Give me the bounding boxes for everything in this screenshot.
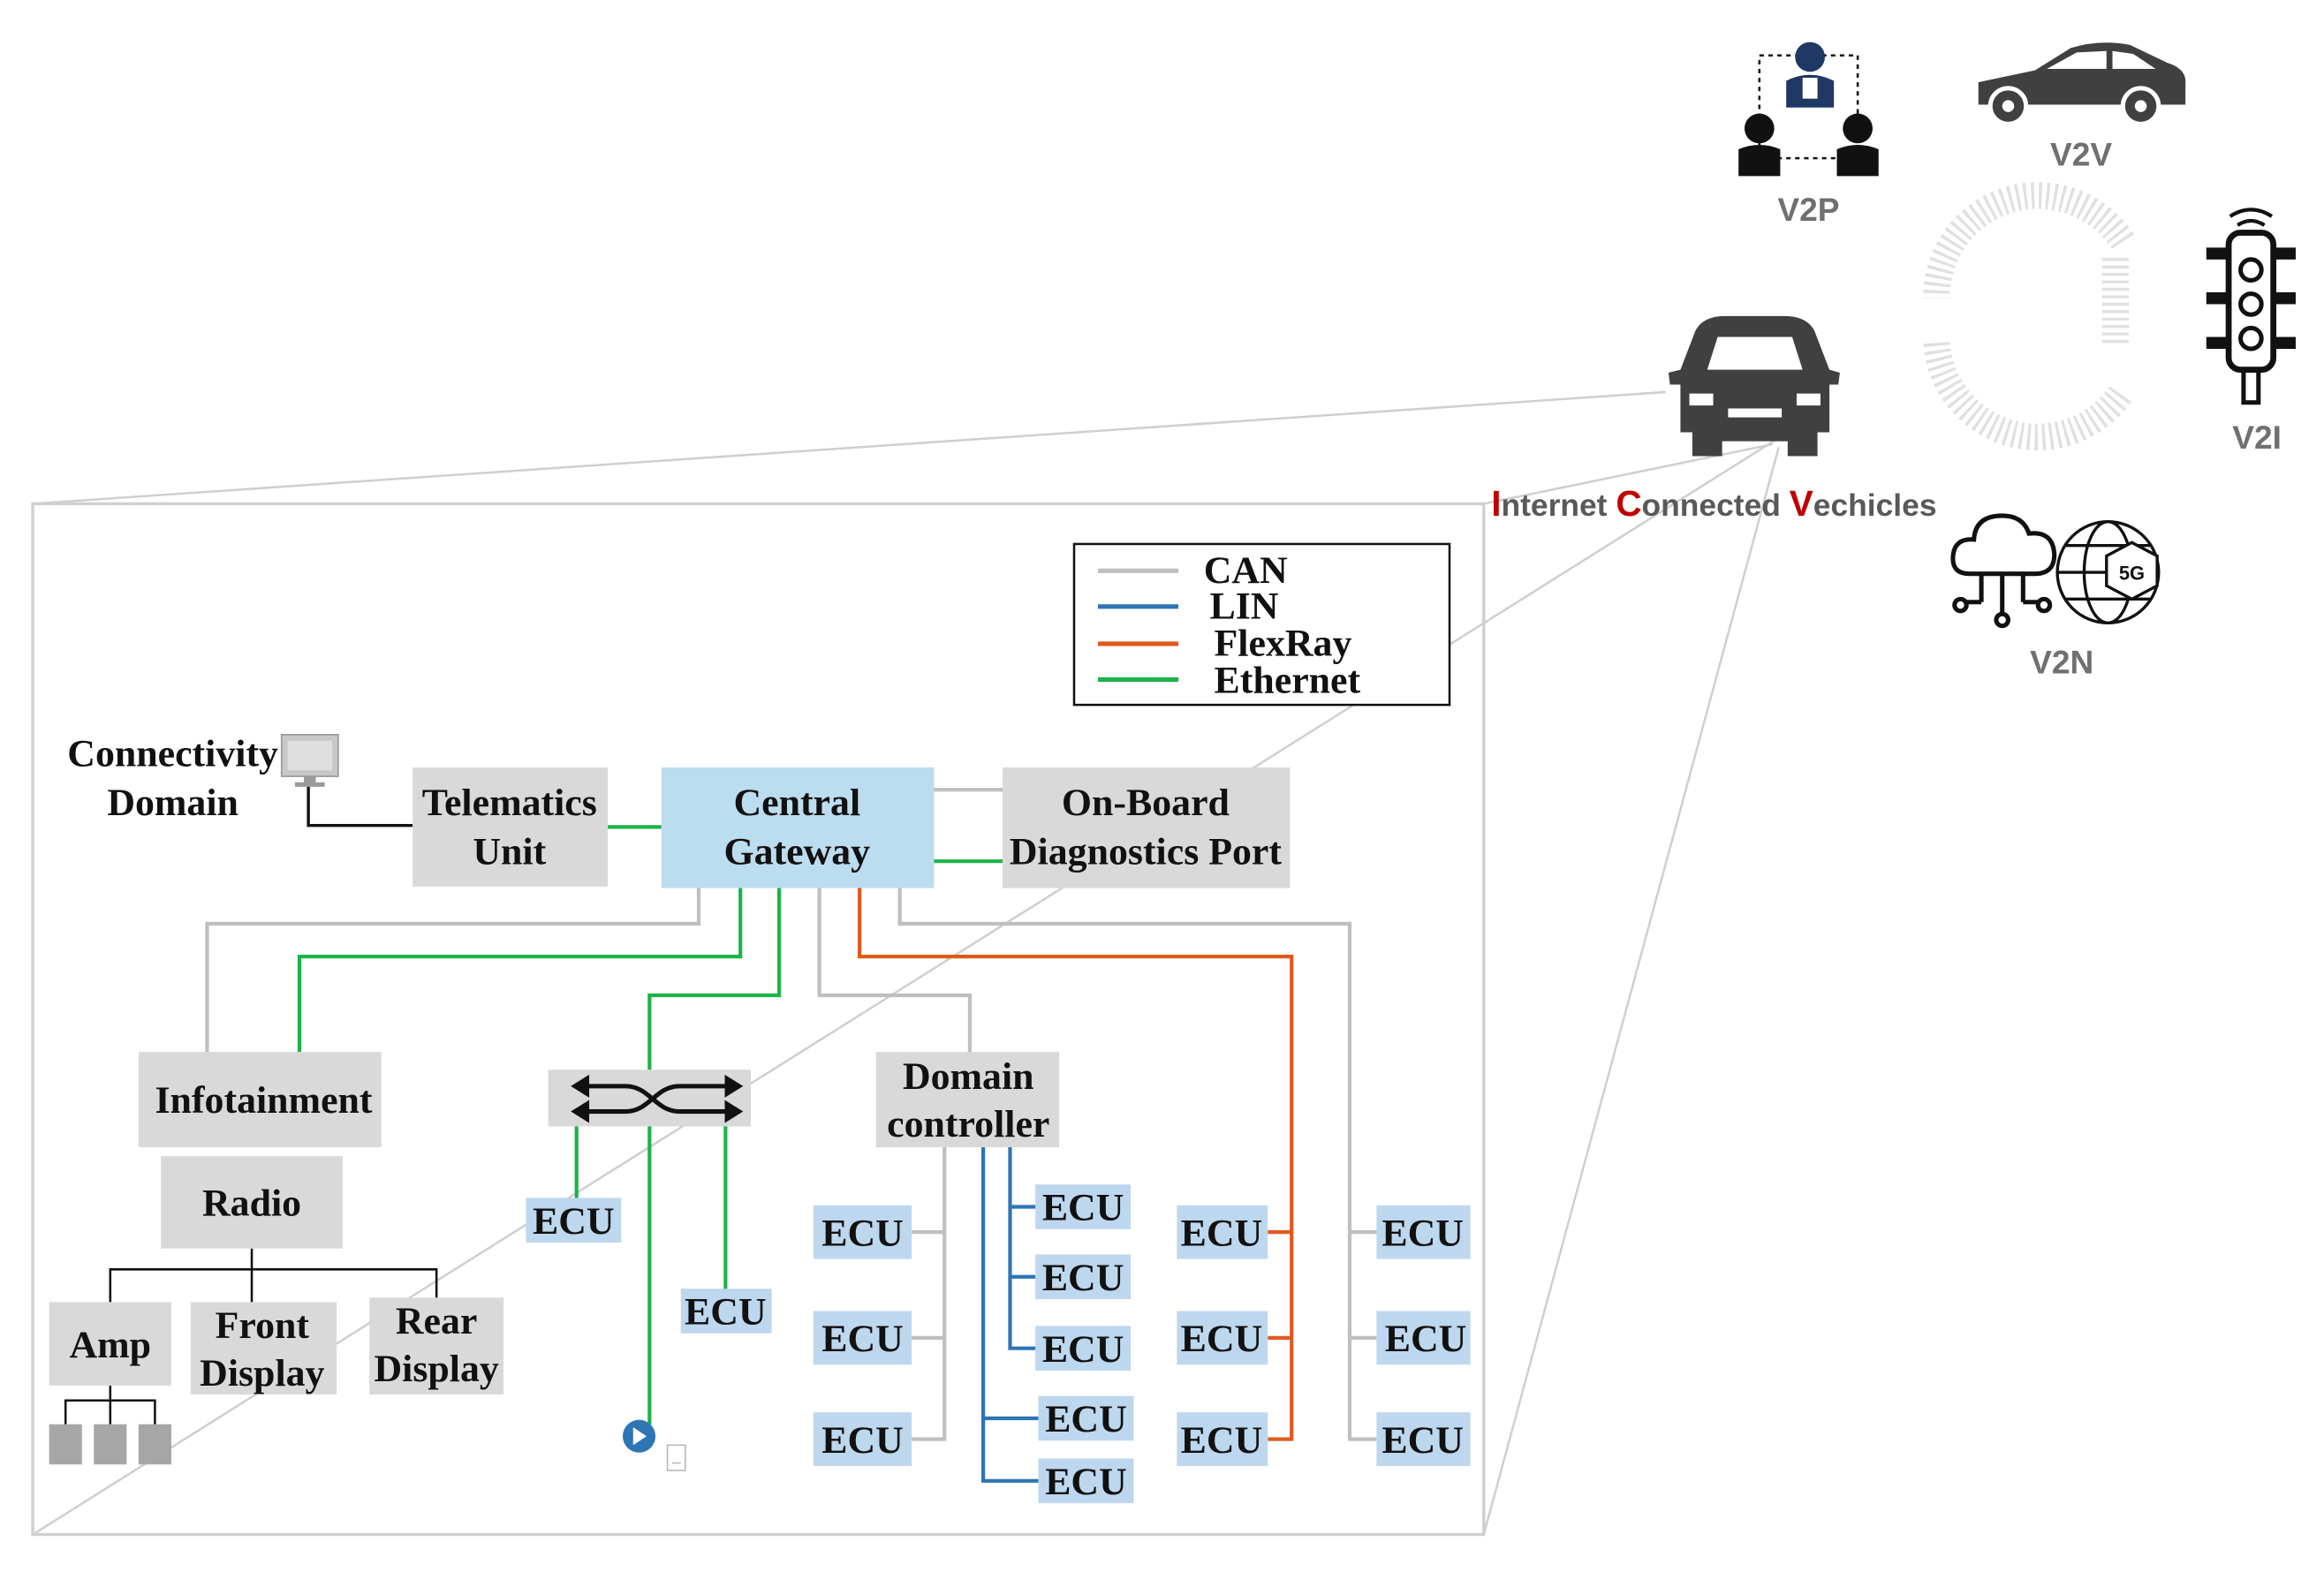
ecu-box: ECU [680,1289,772,1334]
svg-text:ECU: ECU [1382,1419,1464,1462]
telematics-unit-label-1: Telematics [422,782,597,824]
ecu-box: ECU [1177,1412,1268,1466]
svg-text:ECU: ECU [1045,1398,1127,1440]
ecu-box: ECU [1035,1254,1132,1300]
v2p-label: V2P [1777,191,1839,228]
ecu-box: ECU [1035,1326,1132,1371]
infotainment-label: Infotainment [155,1079,373,1122]
radio-box [161,1156,343,1249]
domain-lin-bus-b [981,1147,1039,1483]
ecu-box: ECU [1177,1311,1268,1365]
domain-lin-bus-a [1008,1147,1036,1350]
svg-text:ECU: ECU [821,1419,904,1462]
svg-text:ECU: ECU [821,1212,904,1254]
traffic-light-icon [2206,208,2296,405]
legend-can-label: CAN [1204,549,1288,592]
gateway-switch-eth [647,888,782,1070]
v2i-label: V2I [2232,419,2282,456]
domain-can-bus [912,1147,947,1441]
obd-port-label-1: On-Board [1062,782,1230,824]
front-display-label-2: Display [200,1352,324,1394]
svg-text:ECU: ECU [1181,1419,1263,1462]
switch-arrows-icon [571,1074,744,1123]
ecu-group: ECU ECU ECU ECU ECU ECU ECU ECU ECU ECU … [526,1184,1471,1504]
svg-text:ECU: ECU [1385,1318,1467,1360]
infotainment-box [138,1052,382,1148]
domain-controller-box [875,1052,1060,1148]
svg-text:ECU: ECU [1181,1318,1263,1360]
rear-display-label-1: Rear [396,1300,478,1342]
cycle-arrows-icon [1923,182,2135,451]
ecu-box: ECU [1177,1205,1268,1259]
domain-controller-label-1: Domain [903,1055,1034,1098]
amp-box [49,1302,171,1386]
speaker-icon [94,1424,127,1465]
gateway-infotainment-can [205,888,701,1053]
telematics-unit-box [413,767,609,887]
amp-speaker-link-right [110,1399,156,1425]
ecu-box: ECU [1376,1412,1471,1466]
globe-5g-icon [2055,519,2161,625]
ecu-box: ECU [813,1205,912,1259]
speaker-icons [49,1424,171,1465]
ecu-box: ECU [1038,1458,1134,1504]
radio-rear-link [252,1268,438,1298]
legend-ethernet-label: Ethernet [1215,660,1361,702]
legend-flexray-label: FlexRay [1215,622,1352,664]
ecu-box: ECU [813,1412,912,1466]
ecu-box: ECU [1376,1311,1471,1365]
svg-text:ECU: ECU [1042,1328,1124,1371]
ecu-box: ECU [813,1311,912,1365]
five-g-label: 5G [2119,562,2145,584]
v2n-label: V2N [2030,644,2093,681]
central-gateway-label-2: Gateway [724,831,871,873]
svg-text:ECU: ECU [1042,1257,1124,1299]
legend-lin-label: LIN [1209,585,1278,627]
svg-text:ECU: ECU [533,1200,615,1243]
ecu-box: ECU [1376,1205,1471,1259]
legend: CAN LIN FlexRay Ethernet [1072,542,1451,707]
rear-display-box [369,1297,504,1394]
car-front-icon [1668,315,1840,457]
svg-text:ECU: ECU [1181,1212,1263,1254]
svg-text:ECU: ECU [1042,1187,1124,1229]
telematics-unit-label-2: Unit [473,831,546,873]
speaker-icon [49,1424,82,1465]
domain-controller-label-2: controller [887,1103,1049,1145]
monitor-icon [280,734,339,787]
svg-text:ECU: ECU [821,1318,904,1360]
inset-frame [31,502,1486,1537]
connectivity-domain-label-1: Connectivity [67,732,278,775]
car-side-icon [1978,42,2186,126]
front-display-box [190,1302,337,1394]
ecu-box: ECU [1035,1184,1132,1229]
people-network-icon [1738,42,1879,177]
amp-speaker-tree [64,1385,112,1425]
gateway-flexray-bus [858,888,1294,1441]
svg-text:ECU: ECU [1045,1461,1127,1503]
connectivity-domain-label-2: Domain [107,782,238,824]
connectivity-link [307,786,413,828]
gateway-domain-can [817,888,973,1053]
gateway-can-bus-right [897,888,1377,1441]
rear-display-label-2: Display [374,1348,498,1390]
svg-text:ECU: ECU [1382,1212,1464,1254]
central-gateway-box [661,767,935,888]
obd-port-label-2: Diagnostics Port [1010,831,1282,873]
amp-label: Amp [70,1324,152,1366]
ecu-box: ECU [526,1198,622,1243]
speaker-icon [138,1424,171,1465]
sensor-icon [622,1419,686,1471]
svg-text:ECU: ECU [685,1291,767,1334]
v2v-label: V2V [2050,136,2112,173]
radio-tree [109,1248,254,1303]
central-gateway-label-1: Central [733,782,860,824]
obd-port-box [1003,767,1291,888]
icv-label: Internet Connected Vechicles [1491,483,1936,524]
gateway-infotainment-eth [297,888,743,1053]
ecu-box: ECU [1038,1395,1134,1441]
cloud-network-icon [1950,513,2057,629]
radio-label: Radio [202,1183,301,1225]
front-display-label-1: Front [216,1304,310,1347]
